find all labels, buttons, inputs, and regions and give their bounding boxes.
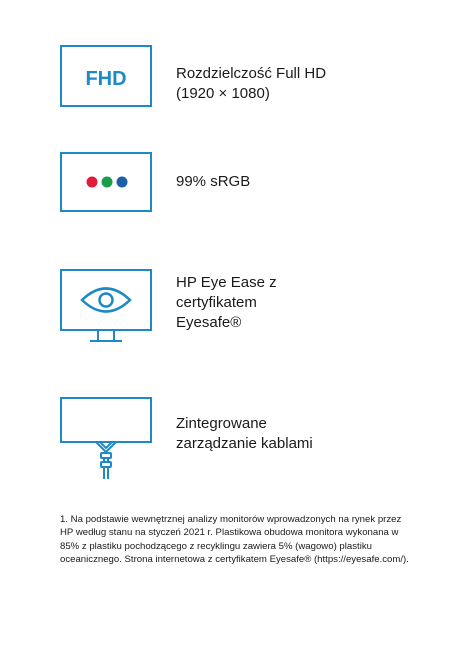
feature-label-eye-ease: HP Eye Ease z certyfikatem Eyesafe®	[176, 274, 277, 331]
eye-monitor-icon	[60, 269, 152, 342]
green-dot-icon	[101, 176, 113, 188]
feature-label-resolution: Rozdzielczość Full HD (1920 × 1080)	[176, 65, 327, 102]
footnote: 1. Na podstawie wewnętrznej analizy moni…	[60, 514, 409, 566]
blue-dot-icon	[116, 176, 128, 188]
feature-label-cable-management: Zintegrowane zarządzanie kablami	[176, 415, 313, 452]
red-dot-icon	[86, 176, 98, 188]
color-dots-monitor-icon	[60, 152, 152, 212]
feature-label-srgb: 99% sRGB	[176, 173, 251, 190]
cable-management-monitor-icon	[60, 397, 152, 479]
fhd-badge-text: FHD	[85, 68, 126, 90]
fhd-monitor-icon: FHD	[60, 45, 152, 107]
